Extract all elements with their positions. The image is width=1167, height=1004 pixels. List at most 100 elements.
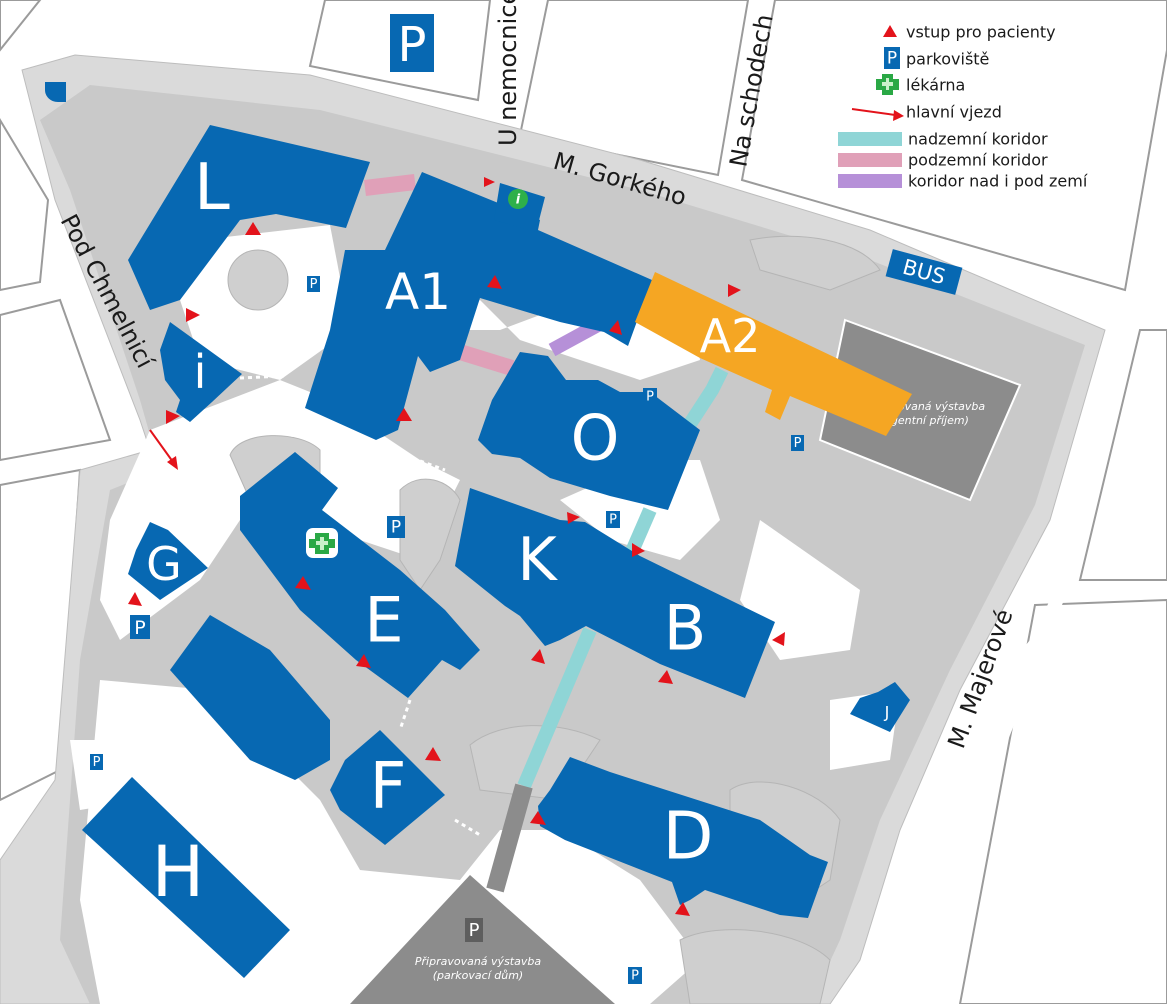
entrance-triangle-icon	[531, 649, 545, 664]
label-D: D	[663, 798, 714, 875]
label-O: O	[571, 402, 620, 475]
entrance-triangle-icon	[632, 543, 645, 557]
parking-icon: P	[884, 47, 900, 69]
legend-pharmacy: lékárna	[876, 74, 965, 95]
svg-text:P: P	[134, 617, 145, 639]
block-east-2	[958, 598, 1167, 1004]
block-east-1	[1078, 329, 1167, 581]
building-L	[128, 125, 370, 310]
arrow-icon	[851, 108, 904, 121]
svg-text:P: P	[631, 969, 639, 984]
planned-garage-label-1: Připravovaná výstavba	[415, 955, 541, 968]
svg-text:P: P	[646, 390, 654, 405]
building-D	[538, 757, 828, 918]
building-A2	[635, 272, 912, 436]
label-H: H	[152, 831, 205, 913]
corridor-above-k-d	[517, 627, 597, 789]
entrance-triangle-icon	[295, 576, 311, 590]
label-A2: A2	[700, 309, 761, 363]
label-L: L	[194, 151, 230, 225]
parking-icon: P	[628, 967, 642, 984]
building-O	[478, 352, 700, 510]
legend-corridor-under: podzemní koridor	[838, 151, 1048, 170]
street-u-nemocnice: U nemocnice	[494, 0, 522, 146]
block-na-schodech	[740, 0, 1167, 292]
label-i: i	[194, 345, 207, 399]
svg-text:P: P	[310, 277, 318, 292]
entrance-triangle-icon	[396, 408, 412, 421]
legend-main-entry: hlavní vjezd	[851, 103, 1002, 122]
svg-text:P: P	[391, 518, 401, 538]
label-A1: A1	[385, 263, 451, 321]
entrance-triangle-icon	[245, 222, 261, 235]
block-u-nemocnice	[518, 0, 750, 177]
building-F	[330, 730, 445, 845]
legend-parking: P parkoviště	[884, 47, 989, 69]
planned-urgent-label-2: (urgentní příjem)	[875, 414, 969, 427]
parking-icon: P	[387, 516, 405, 538]
legend-corridor-under-label: podzemní koridor	[908, 151, 1048, 170]
svg-text:P: P	[93, 755, 101, 770]
legend-pharmacy-label: lékárna	[906, 76, 965, 95]
main-entry-arrow-icon	[149, 429, 178, 470]
label-B: B	[664, 592, 707, 665]
svg-text:P: P	[398, 17, 427, 73]
planned-garage-label-2: (parkovací dům)	[433, 969, 523, 982]
label-K: K	[517, 525, 558, 595]
pharmacy-cross-icon	[876, 74, 899, 95]
building-J	[850, 682, 910, 732]
legend-entrance: vstup pro pacienty	[883, 23, 1056, 42]
corridor-under-l	[364, 174, 416, 196]
legend-corridor-both: koridor nad i pod zemí	[838, 172, 1088, 191]
footpaths	[203, 374, 481, 837]
svg-text:P: P	[794, 436, 802, 451]
disabled-parking-icon	[45, 82, 66, 102]
bus-sign	[885, 249, 963, 295]
parking-icon: P	[643, 388, 657, 405]
legend-corridor-above: nadzemní koridor	[838, 130, 1048, 149]
label-E: E	[364, 584, 403, 657]
entrance-triangle-icon	[487, 275, 502, 289]
parking-icon: P	[606, 511, 620, 528]
entrance-triangle-icon	[675, 902, 690, 916]
legend-parking-label: parkoviště	[906, 50, 989, 69]
building-G	[128, 522, 208, 600]
pharmacy-cross-icon	[306, 528, 338, 558]
legend-corridor-both-label: koridor nad i pod zemí	[908, 172, 1088, 191]
label-F: F	[370, 750, 407, 824]
entrances	[128, 177, 785, 916]
buildings	[82, 125, 912, 978]
entrance-triangle-icon	[128, 592, 142, 606]
building-labels: L A1 A2 i O G K E B F D H J	[146, 151, 889, 913]
corridor-above-a2-o	[680, 366, 729, 434]
label-G: G	[146, 537, 182, 591]
parking-markers: P P P P P P P P	[90, 14, 804, 984]
svg-text:P: P	[469, 920, 480, 941]
entrance-triangle-icon	[530, 811, 546, 825]
entrance-triangle-icon	[186, 308, 200, 322]
block-west-top	[0, 0, 42, 52]
parking-icon: P	[791, 435, 804, 451]
corridor-both-swatch	[838, 174, 902, 188]
parking-icon: P	[130, 615, 150, 639]
parking-icon: P	[90, 754, 103, 770]
building-E-west	[170, 615, 330, 780]
entrance-triangle-icon	[567, 512, 580, 524]
block-west-1	[0, 118, 50, 292]
building-i	[160, 322, 242, 422]
entrance-triangle-icon	[772, 632, 785, 646]
legend: vstup pro pacienty P parkoviště lékárna …	[838, 23, 1088, 191]
block-west-2	[0, 298, 112, 462]
svg-text:i: i	[516, 193, 521, 208]
entrance-triangle-icon	[166, 410, 180, 424]
label-J: J	[884, 703, 890, 722]
parking-icon: P	[307, 276, 320, 292]
entrance-triangle-icon	[609, 320, 622, 335]
parking-icon: P	[390, 14, 434, 73]
entrance-triangle-icon	[883, 25, 897, 37]
corridor-under-a1-o	[457, 344, 515, 376]
entrance-triangle-icon	[658, 670, 673, 684]
legend-main-entry-label: hlavní vjezd	[906, 103, 1002, 122]
building-H	[82, 777, 290, 978]
